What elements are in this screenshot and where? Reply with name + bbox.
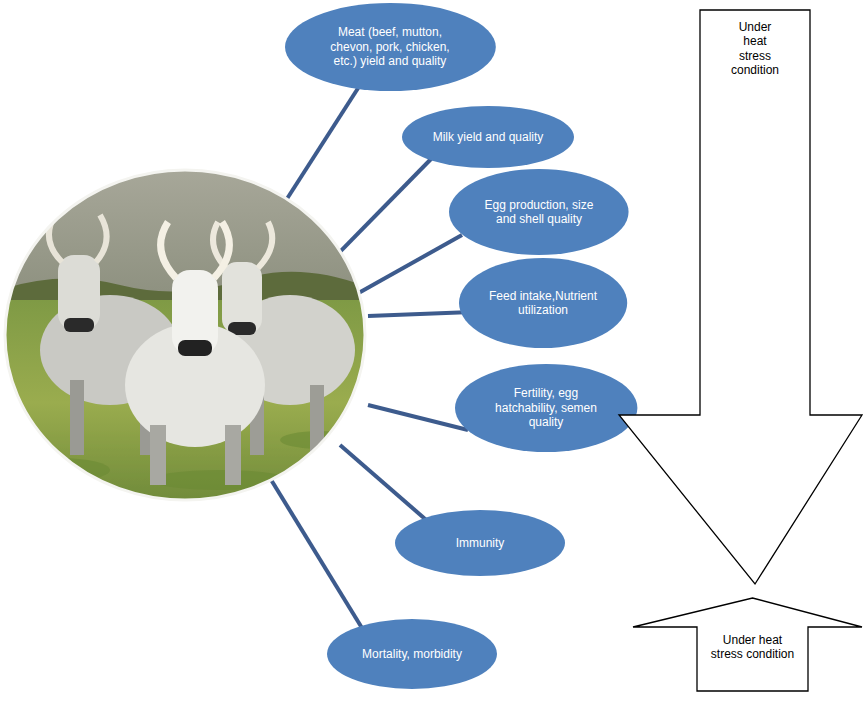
leader-line bbox=[340, 445, 432, 525]
effect-ellipse: Egg production, size and shell quality bbox=[449, 169, 629, 255]
ellipse-fill bbox=[455, 364, 637, 452]
ellipse-fill bbox=[327, 619, 497, 689]
arrow-outline bbox=[619, 10, 862, 584]
leader-line bbox=[330, 158, 432, 262]
leader-line bbox=[262, 465, 362, 628]
leader-line bbox=[283, 82, 362, 205]
node-text: Egg production, size and shell quality bbox=[480, 198, 598, 227]
leader-line bbox=[355, 235, 462, 295]
cattle-photo bbox=[0, 165, 370, 505]
effect-ellipse: Immunity bbox=[395, 510, 565, 576]
photo-frame bbox=[5, 170, 365, 500]
arrow-shape bbox=[618, 10, 863, 585]
node-text: Milk yield and quality bbox=[433, 130, 544, 144]
node-text: Feed intake,Nutrient utilization bbox=[488, 289, 598, 318]
effect-ellipse: Meat (beef, mutton, chevon, pork, chicke… bbox=[285, 3, 496, 91]
ellipse-fill bbox=[449, 169, 629, 255]
arrow-outline bbox=[633, 598, 862, 691]
leader-line bbox=[368, 405, 468, 430]
node-text: Fertility, egg hatchability, semen quali… bbox=[486, 386, 606, 429]
effect-ellipse: Fertility, egg hatchability, semen quali… bbox=[455, 364, 637, 452]
ellipse-fill bbox=[459, 258, 627, 348]
node-text: Mortality, morbidity bbox=[362, 647, 462, 661]
effect-ellipse: Feed intake,Nutrient utilization bbox=[459, 258, 627, 348]
leader-line bbox=[368, 312, 472, 316]
heat-stress-arrow: Under heat stress condition bbox=[618, 10, 863, 585]
effect-ellipse: Milk yield and quality bbox=[402, 106, 574, 168]
node-text: Under heat stress condition bbox=[727, 20, 783, 78]
node-text: Meat (beef, mutton, chevon, pork, chicke… bbox=[320, 25, 460, 68]
ellipse-fill bbox=[395, 510, 565, 576]
cow bbox=[125, 222, 265, 485]
effect-ellipse: Mortality, morbidity bbox=[327, 619, 497, 689]
ellipse-fill bbox=[285, 3, 496, 91]
node-text: Under heat stress condition bbox=[708, 633, 798, 662]
ellipse-fill bbox=[402, 106, 574, 168]
node-text: Immunity bbox=[456, 536, 505, 550]
heat-stress-arrow: Under heat stress condition bbox=[632, 597, 863, 692]
